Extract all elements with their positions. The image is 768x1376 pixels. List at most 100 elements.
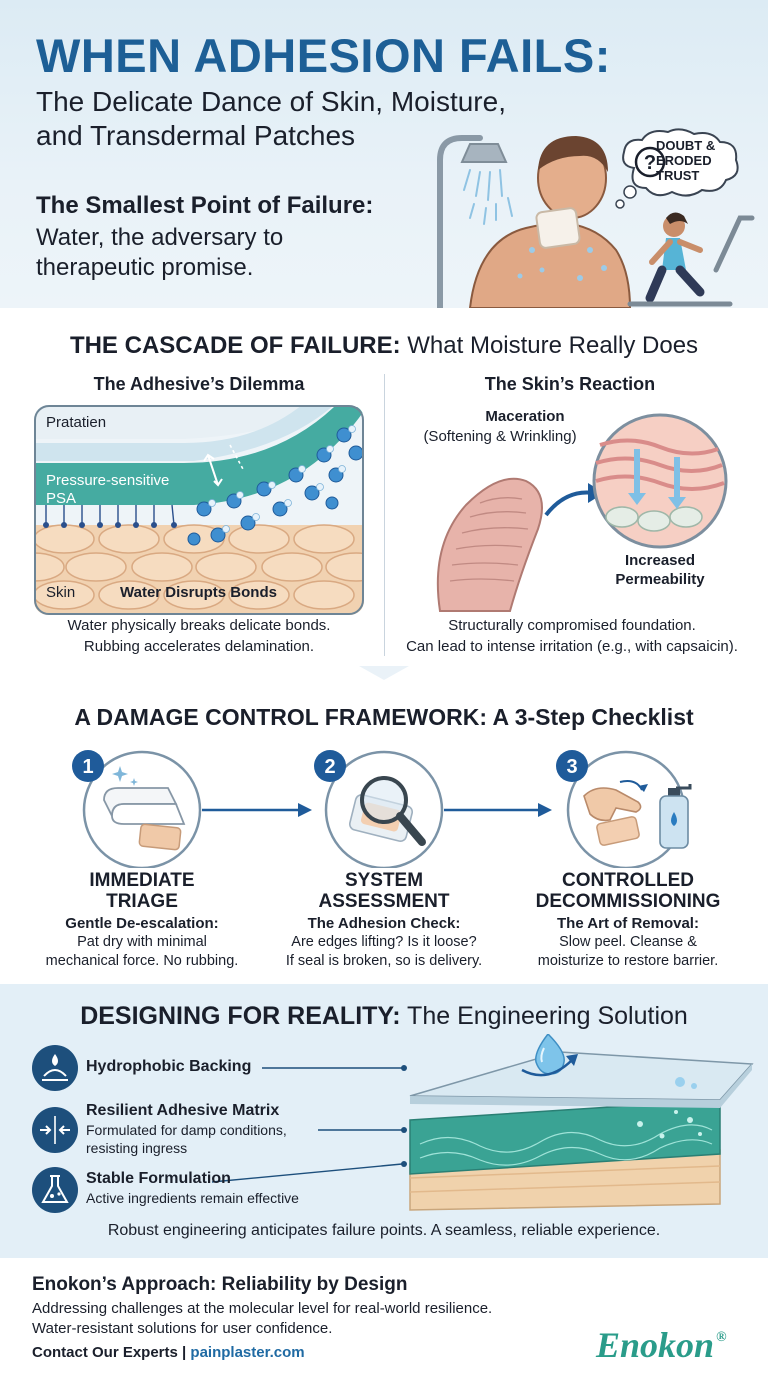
page-title: WHEN ADHESION FAILS:: [36, 29, 611, 82]
hydrophobic-backing-layer: [409, 1051, 754, 1101]
magnifier-icon: [360, 776, 426, 846]
adhesive-label-bonds: Water Disrupts Bonds: [120, 584, 277, 601]
hero-header: WHEN ADHESION FAILS: The Delicate Dance …: [0, 0, 768, 308]
surface-droplets: [675, 1077, 697, 1089]
question-mark-icon: [634, 146, 666, 178]
peeling-hand-icon: [583, 780, 648, 846]
skin-layers: [595, 438, 725, 491]
skin-reaction-title: The Skin’s Reaction: [484, 374, 656, 394]
sparkle-icon: [112, 766, 138, 786]
failure-point-heading: The Smallest Point of Failure:: [36, 192, 374, 219]
failure-point-text-line2: therapeutic promise.: [36, 254, 254, 281]
step2-desc-line1: Are edges lifting? Is it loose?: [291, 934, 477, 950]
contact-label: Contact Our Experts |: [32, 1344, 191, 1361]
feature2-desc-line1: Formulated for damp conditions,: [86, 1122, 287, 1138]
permeation-arrows: [628, 449, 686, 509]
permeability-label-line1: Increased: [624, 552, 696, 569]
footer-line1: Addressing challenges at the molecular l…: [32, 1300, 493, 1317]
adhesive-bond-diagram: [34, 405, 364, 615]
towel-icon: [103, 787, 186, 851]
step3-heading-line1: CONTROLLED: [562, 870, 694, 891]
psa-layer: [34, 405, 334, 461]
brand-logo: Enokon®: [596, 1325, 727, 1365]
step2-heading-line1: SYSTEM: [344, 870, 424, 891]
permeability-label-line2: Permeability: [615, 571, 705, 588]
compress-arrows-icon: [32, 1107, 78, 1153]
cascade-title: THE CASCADE OF FAILURE: What Moisture Re…: [69, 332, 699, 359]
flask-icon: [32, 1167, 78, 1213]
peel-arrow: [229, 444, 245, 472]
repel-arrow: [521, 1059, 573, 1077]
section-notch: [359, 666, 409, 680]
adhesive-caption-line1: Water physically breaks delicate bonds.: [67, 617, 331, 634]
skin-caption-line2: Can lead to intense irritation (e.g., wi…: [406, 638, 738, 655]
footer-line2: Water-resistant solutions for user confi…: [32, 1320, 333, 1337]
shower-pipe: [437, 135, 483, 308]
design-footer: Robust engineering anticipates failure p…: [107, 1222, 661, 1239]
page-footer: Enokon’s Approach: Reliability by Design…: [0, 1258, 768, 1376]
step2-heading-line2: ASSESSMENT: [318, 891, 450, 912]
shower-runner-illustration: [437, 135, 755, 308]
step1-desc-line2: mechanical force. No rubbing.: [45, 953, 239, 969]
adhesive-matrix-pattern: [419, 1124, 713, 1166]
step1-desc-line1: Pat dry with minimal: [77, 934, 207, 950]
step1-heading-line2: TRIAGE: [106, 891, 178, 912]
adhesive-bonds: [45, 504, 175, 526]
reaction-arrow: [544, 490, 595, 517]
matrix-bubbles: [637, 1110, 702, 1139]
adhesive-label-psa1: Pressure-sensitive: [46, 472, 170, 489]
step1-badge: [72, 750, 104, 782]
adhesive-label-skin: Skin: [46, 584, 76, 601]
column-divider: [384, 374, 385, 656]
step1-subheading: Gentle De-escalation:: [65, 915, 219, 932]
step3-subheading: The Art of Removal:: [557, 915, 699, 932]
step3-desc-line1: Slow peel. Cleanse &: [559, 934, 697, 950]
step2-badge: [314, 750, 346, 782]
treadmill: [627, 215, 755, 307]
finger-wrinkles: [449, 497, 529, 582]
page-subtitle-line2: and Transdermal Patches: [36, 120, 356, 151]
step2-subheading: The Adhesion Check:: [307, 915, 461, 932]
skin-caption-line1: Structurally compromised foundation.: [448, 617, 696, 634]
water-molecules: [187, 425, 364, 546]
maceration-sub: (Softening & Wrinkling): [423, 428, 577, 445]
damage-control-framework-section: A DAMAGE CONTROL FRAMEWORK: A 3-Step Che…: [0, 678, 768, 984]
separation-arrow: [203, 453, 223, 487]
adhesive-label-psa2: PSA: [46, 490, 77, 507]
step3-desc-line2: moisturize to restore barrier.: [537, 953, 719, 969]
skin-cells: [34, 524, 364, 610]
step2-desc-line2: If seal is broken, so is delivery.: [285, 953, 483, 969]
step3-heading-line2: DECOMMISSIONING: [535, 891, 721, 912]
skin-base-cells: [605, 506, 703, 532]
design-title: DESIGNING FOR REALITY: The Engineering S…: [80, 1002, 688, 1030]
registered-mark: ®: [716, 1330, 727, 1345]
footer-title: Enokon’s Approach: Reliability by Design: [32, 1274, 408, 1295]
shower-head-icon: [460, 143, 508, 163]
feature1-title: Hydrophobic Backing: [86, 1058, 252, 1075]
failure-point-text-line1: Water, the adversary to: [36, 224, 284, 251]
step3-badge: [556, 750, 588, 782]
step1-heading-line1: IMMEDIATE: [89, 870, 195, 891]
sweat-drops: [517, 247, 607, 281]
feature2-desc-line2: resisting ingress: [86, 1140, 188, 1156]
doubt-thought-bubble: ?: [622, 128, 739, 197]
framework-title: A DAMAGE CONTROL FRAMEWORK: A 3-Step Che…: [74, 704, 694, 730]
runner-figure: [645, 212, 705, 303]
feature3-desc-line1: Active ingredients remain effective: [86, 1190, 299, 1206]
patch-layers-illustration: [32, 1034, 754, 1213]
water-drops: [463, 169, 513, 225]
designing-for-reality-section: DESIGNING FOR REALITY: The Engineering S…: [0, 984, 768, 1258]
contact-line: Contact Our Experts | painplaster.com: [32, 1344, 305, 1361]
question-symbol: ?: [644, 152, 656, 174]
skin-patch: [535, 207, 581, 249]
water-repel-icon: [32, 1045, 78, 1091]
cascade-of-failure-section: THE CASCADE OF FAILURE: What Moisture Re…: [0, 308, 768, 678]
step1-number: 1: [82, 756, 93, 778]
doubt-text: DOUBT & ERODED TRUST: [656, 138, 716, 183]
man-hair: [538, 136, 608, 172]
pump-bottle-icon: [659, 784, 692, 849]
maceration-label: Maceration: [485, 408, 565, 425]
contact-link[interactable]: painplaster.com: [190, 1344, 305, 1361]
adhesive-caption-line2: Rubbing accelerates delamination.: [83, 638, 315, 655]
step2-number: 2: [324, 756, 335, 778]
